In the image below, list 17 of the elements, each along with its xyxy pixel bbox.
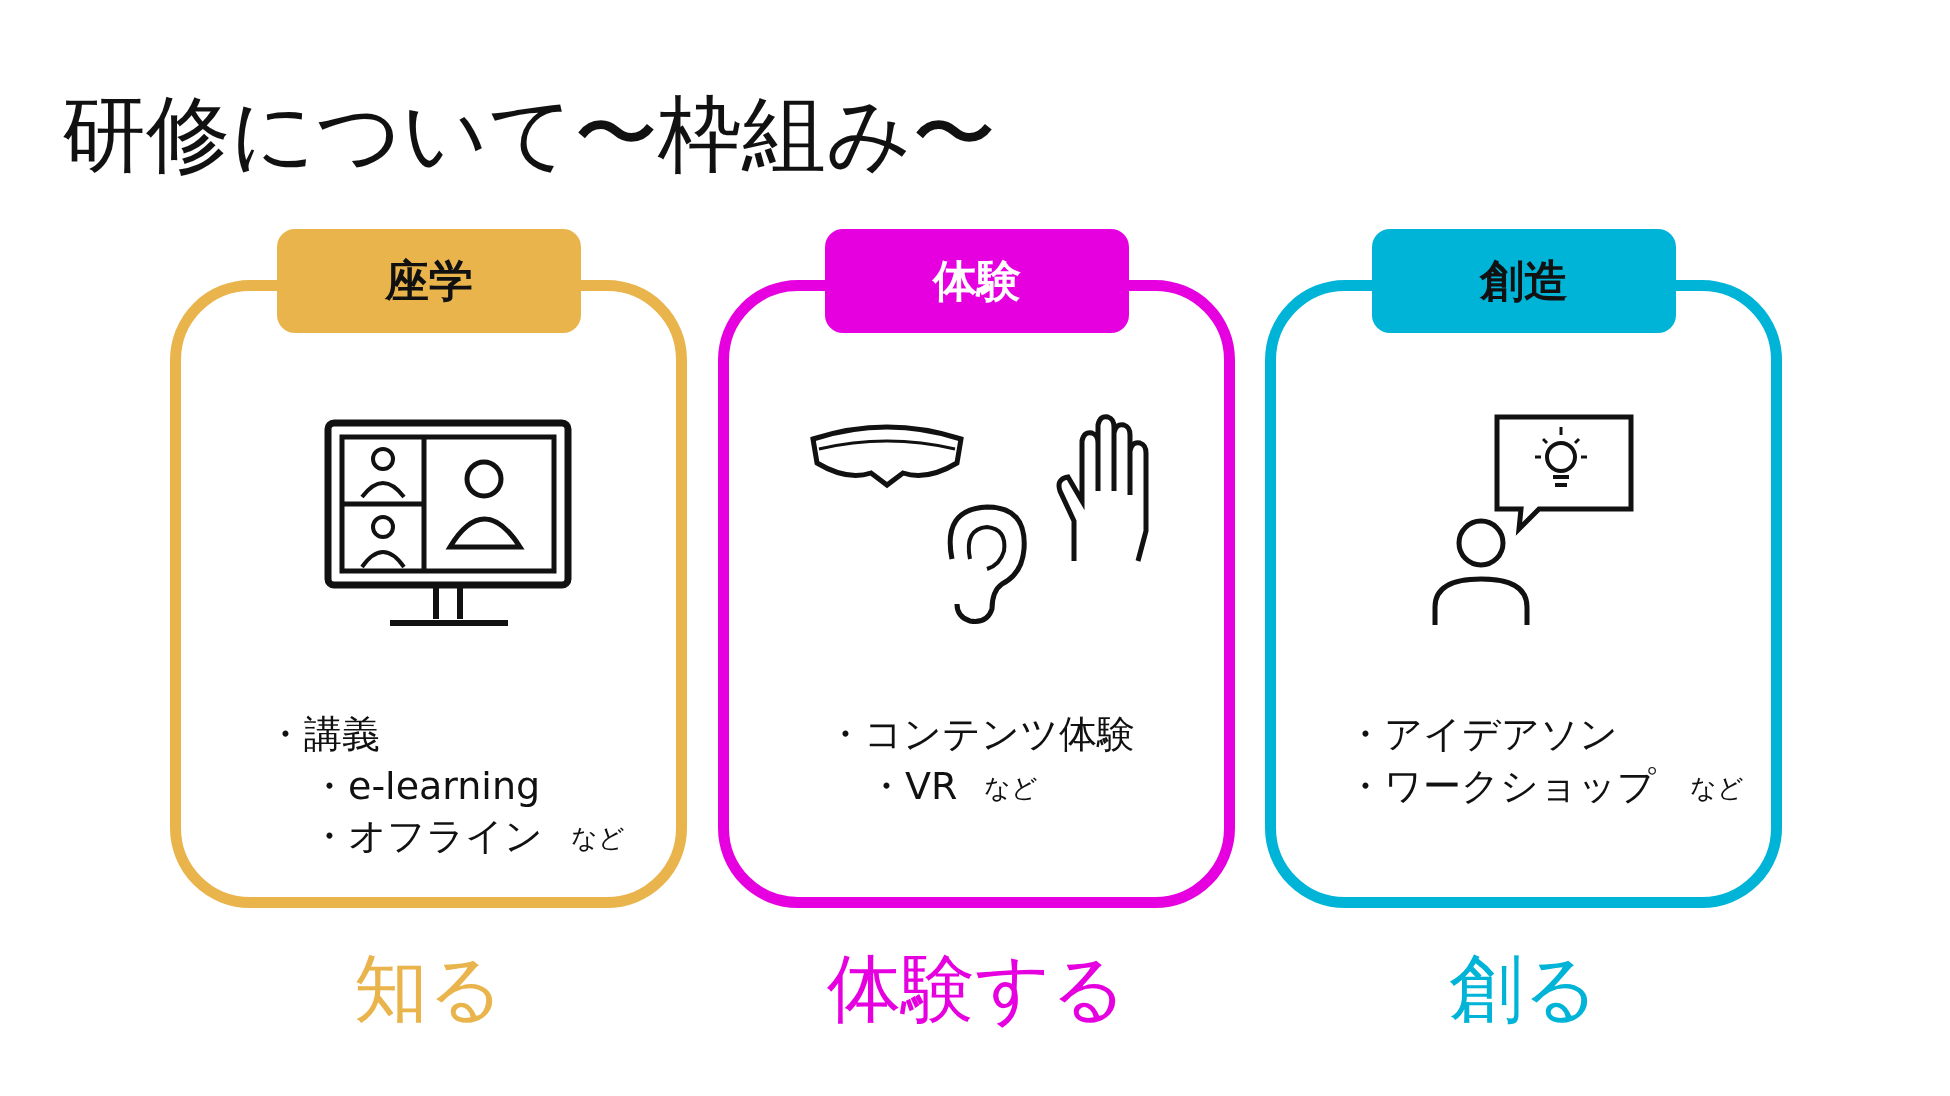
heading-tab: 創造 bbox=[1372, 229, 1676, 333]
list-item: ・VR bbox=[867, 763, 958, 810]
list-item: ・オフライン bbox=[310, 813, 543, 860]
note-text: など bbox=[571, 822, 625, 855]
list-item: ・コンテンツ体験 bbox=[826, 711, 1135, 758]
heading-tab: 体験 bbox=[825, 229, 1129, 333]
caption-text: 知る bbox=[352, 944, 505, 1033]
list-item: ・アイデアソン bbox=[1346, 711, 1618, 758]
list-item: ・講義 bbox=[266, 711, 380, 758]
note-text: など bbox=[1690, 772, 1744, 805]
caption-text: 体験する bbox=[825, 944, 1128, 1033]
heading-tab: 座学 bbox=[277, 229, 581, 333]
list-item: ・e-learning bbox=[310, 763, 541, 810]
list-item: ・ワークショップ bbox=[1346, 763, 1656, 810]
caption-text: 創る bbox=[1447, 944, 1600, 1033]
note-text: など bbox=[984, 772, 1038, 805]
slide-title: 研修について〜枠組み〜 bbox=[62, 84, 996, 185]
